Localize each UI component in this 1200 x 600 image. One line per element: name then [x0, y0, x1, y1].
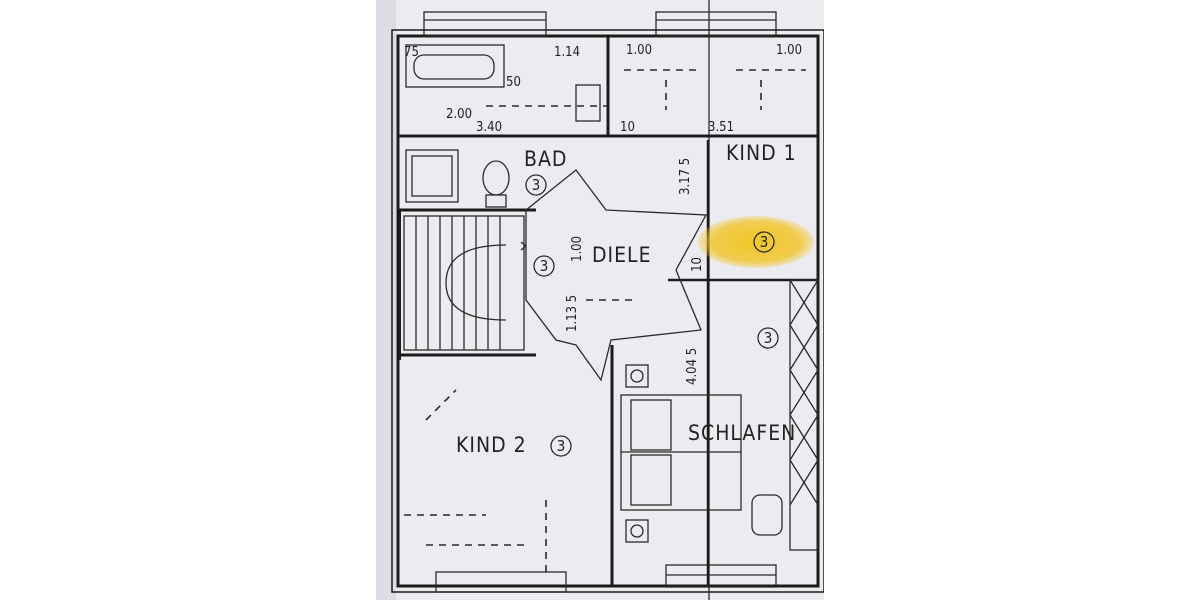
yellow-highlight-mark [698, 216, 814, 268]
hallway-outline [525, 169, 708, 382]
svg-text:3: 3 [557, 437, 566, 455]
dimension-label: 3.17 5 [678, 158, 693, 195]
dimension-label: 1.00 [570, 236, 585, 262]
staircase [403, 215, 527, 351]
shower-tray [405, 149, 459, 203]
room-label-schlafen: SCHLAFEN [688, 421, 796, 445]
svg-text:3: 3 [532, 176, 541, 194]
dimension-label: 75 [404, 45, 419, 60]
toilet-upper [575, 84, 601, 122]
svg-text:3: 3 [540, 257, 549, 275]
room-marker-kind2: 3 [550, 435, 572, 457]
svg-text:3: 3 [764, 329, 773, 347]
floor-plan-drawing: BAD KIND 1 DIELE KIND 2 SCHLAFEN 3 3 3 3… [376, 0, 824, 600]
dimension-label: 1.00 [626, 43, 652, 58]
dimension-label: 10 [620, 120, 635, 135]
room-marker-kind1: 3 [753, 231, 775, 253]
dimension-label: 2.00 [446, 107, 472, 122]
dimension-label: 1.14 [554, 45, 580, 60]
dimension-label: 50 [506, 75, 521, 90]
double-bed [620, 364, 742, 543]
sink [751, 494, 783, 536]
svg-text:3: 3 [760, 233, 769, 251]
floor-plan-photo: BAD KIND 1 DIELE KIND 2 SCHLAFEN 3 3 3 3… [376, 0, 824, 600]
wardrobe [789, 279, 819, 551]
dimension-label: 3.51 [708, 120, 734, 135]
dimension-label: 10 [690, 257, 705, 272]
room-marker-bad: 3 [525, 174, 547, 196]
room-label-kind1: KIND 1 [726, 141, 797, 165]
dimension-label: 3.40 [476, 120, 502, 135]
room-label-diele: DIELE [592, 243, 652, 267]
dimension-label: 1.13 5 [565, 295, 580, 332]
room-label-bad: BAD [524, 147, 567, 171]
room-marker-diele: 3 [533, 255, 555, 277]
room-marker-schlafen: 3 [757, 327, 779, 349]
dimension-label: 4.04 5 [685, 348, 700, 385]
room-label-kind2: KIND 2 [456, 433, 527, 457]
bathtub [405, 44, 505, 88]
dimension-label: 1.00 [776, 43, 802, 58]
